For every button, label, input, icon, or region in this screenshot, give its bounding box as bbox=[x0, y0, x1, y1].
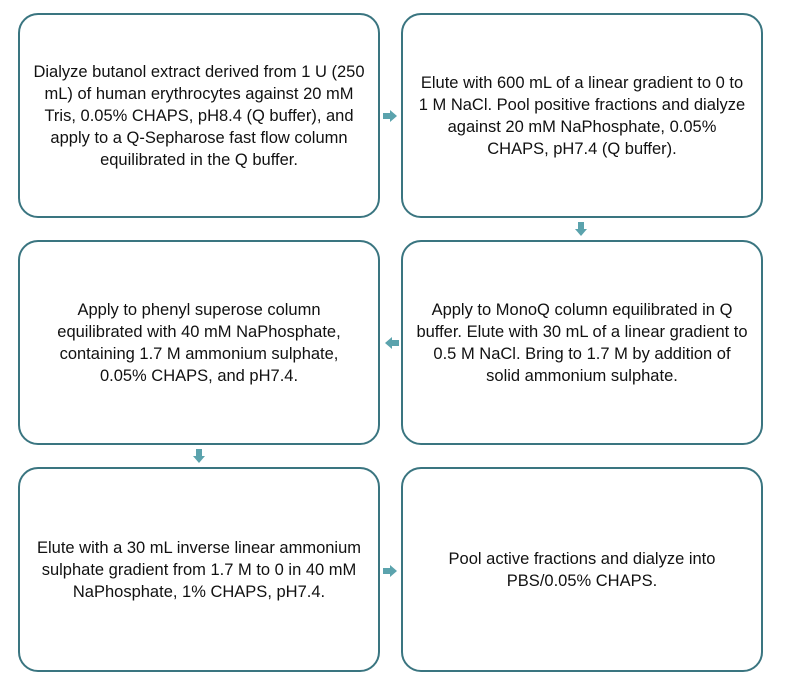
arrow-right-icon bbox=[383, 565, 397, 577]
step-1-box: Dialyze butanol extract derived from 1 U… bbox=[18, 13, 380, 218]
step-3-text: Apply to MonoQ column equilibrated in Q … bbox=[416, 300, 748, 385]
step-4-text: Apply to phenyl superose column equilibr… bbox=[57, 300, 341, 385]
step-6-text: Pool active fractions and dialyze into P… bbox=[448, 549, 716, 590]
step-2-box: Elute with 600 mL of a linear gradient t… bbox=[401, 13, 763, 218]
arrow-right-icon bbox=[383, 110, 397, 122]
arrow-down-icon bbox=[575, 222, 587, 236]
arrow-left-icon bbox=[385, 337, 399, 349]
step-5-box: Elute with a 30 mL inverse linear ammoni… bbox=[18, 467, 380, 672]
step-1-text: Dialyze butanol extract derived from 1 U… bbox=[33, 62, 365, 169]
step-6-box: Pool active fractions and dialyze into P… bbox=[401, 467, 763, 672]
step-3-box: Apply to MonoQ column equilibrated in Q … bbox=[401, 240, 763, 445]
step-4-box: Apply to phenyl superose column equilibr… bbox=[18, 240, 380, 445]
step-2-text: Elute with 600 mL of a linear gradient t… bbox=[418, 73, 746, 158]
arrow-down-icon bbox=[193, 449, 205, 463]
step-5-text: Elute with a 30 mL inverse linear ammoni… bbox=[36, 538, 362, 601]
